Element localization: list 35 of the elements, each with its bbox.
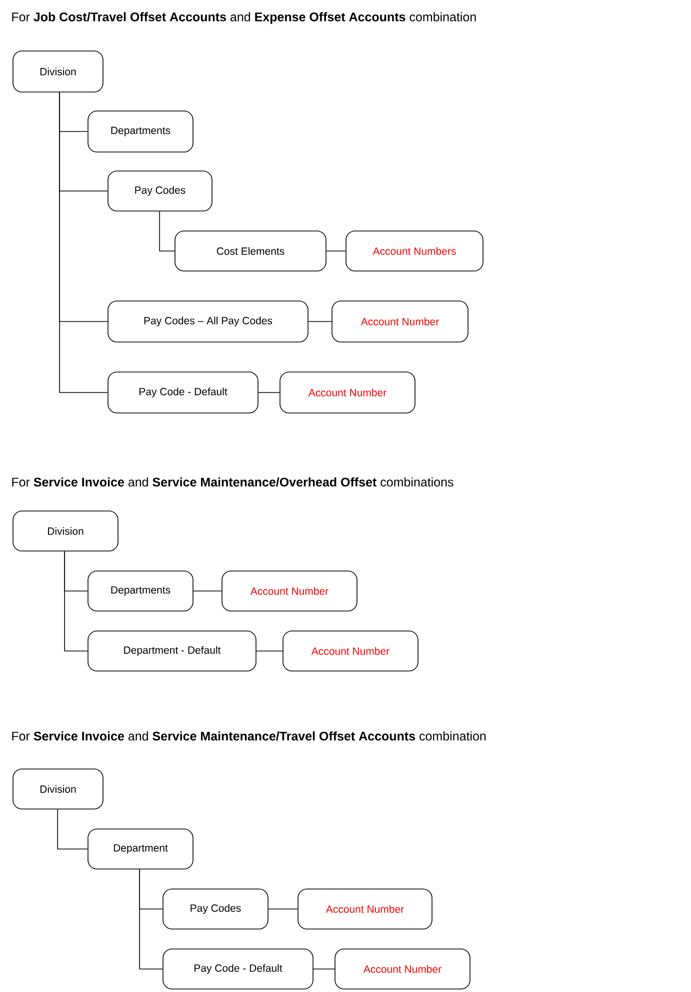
connector-line xyxy=(193,590,222,592)
process-box: Pay Codes xyxy=(108,170,212,212)
connector-line xyxy=(326,250,346,252)
process-box: Pay Codes xyxy=(162,888,268,930)
section-heading: For Service Invoice and Service Maintenance/Overhead Offset combinations xyxy=(12,477,454,487)
connector-line xyxy=(59,92,108,393)
connector-line xyxy=(313,968,335,970)
connector-line xyxy=(159,211,175,252)
process-box: Account Number xyxy=(334,948,470,990)
connector-line xyxy=(139,869,163,970)
process-box: Department xyxy=(88,828,194,870)
connector-line xyxy=(258,392,280,393)
connector-line xyxy=(256,650,283,652)
connector-line xyxy=(268,908,298,910)
process-box: Departments xyxy=(88,110,194,152)
section-heading: For Service Invoice and Service Maintenance/Travel Offset Accounts combination xyxy=(12,731,486,741)
process-box: Cost Elements xyxy=(174,230,326,272)
process-box: Account Number xyxy=(282,630,418,672)
connector-line xyxy=(64,551,88,652)
process-box: Pay Code - Default xyxy=(108,372,258,414)
process-box: Account Numbers xyxy=(346,230,484,272)
process-box: Account Number xyxy=(280,372,416,414)
process-box: Pay Code - Default xyxy=(162,948,314,990)
process-box: Department - Default xyxy=(88,630,256,672)
process-box: Division xyxy=(12,768,104,810)
process-box: Account Number xyxy=(332,300,468,342)
process-box: Account Number xyxy=(222,570,358,612)
process-box: Departments xyxy=(88,570,194,612)
process-box: Division xyxy=(12,510,118,552)
connector-line xyxy=(57,809,88,850)
process-box: Division xyxy=(12,50,104,92)
section-heading: For Job Cost/Travel Offset Accounts and Expense Offset Accounts combination xyxy=(12,12,476,24)
process-box: Account Number xyxy=(298,888,432,930)
process-box: Pay Codes – All Pay Codes xyxy=(108,300,308,342)
connector-line xyxy=(308,321,332,322)
